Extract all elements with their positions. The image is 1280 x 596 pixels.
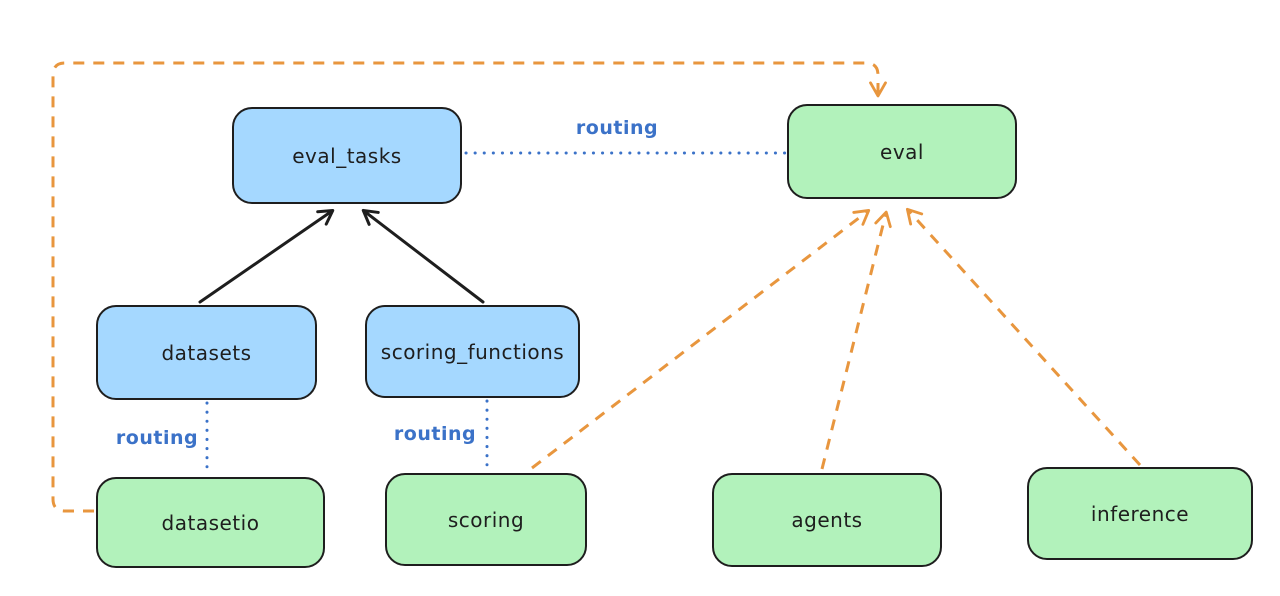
node-eval: eval: [787, 104, 1017, 199]
edge-scoring-to-eval: [531, 209, 871, 470]
node-eval-tasks: eval_tasks: [232, 107, 462, 204]
edge-agents-to-eval: [820, 210, 892, 470]
node-scoring-functions-label: scoring_functions: [380, 339, 565, 364]
node-datasets-label: datasets: [161, 340, 252, 365]
node-agents: agents: [712, 473, 942, 567]
edge-label-routing-top: routing: [575, 117, 659, 139]
edge-scoring-functions-to-eval-tasks: [361, 208, 485, 304]
edge-label-routing-left: routing: [115, 427, 199, 449]
node-inference: inference: [1027, 467, 1253, 560]
node-datasets: datasets: [96, 305, 317, 400]
node-inference-label: inference: [1090, 501, 1190, 526]
edge-label-routing-middle: routing: [393, 423, 477, 445]
edge-inference-to-eval: [905, 207, 1142, 467]
node-scoring: scoring: [385, 473, 587, 566]
node-datasetio-label: datasetio: [161, 510, 260, 535]
node-scoring-label: scoring: [447, 507, 525, 532]
edge-datasets-to-eval-tasks: [198, 208, 335, 304]
node-datasetio: datasetio: [96, 477, 325, 568]
node-eval-label: eval: [880, 139, 924, 164]
node-scoring-functions: scoring_functions: [365, 305, 580, 398]
node-eval-tasks-label: eval_tasks: [292, 143, 402, 168]
node-agents-label: agents: [791, 508, 863, 532]
